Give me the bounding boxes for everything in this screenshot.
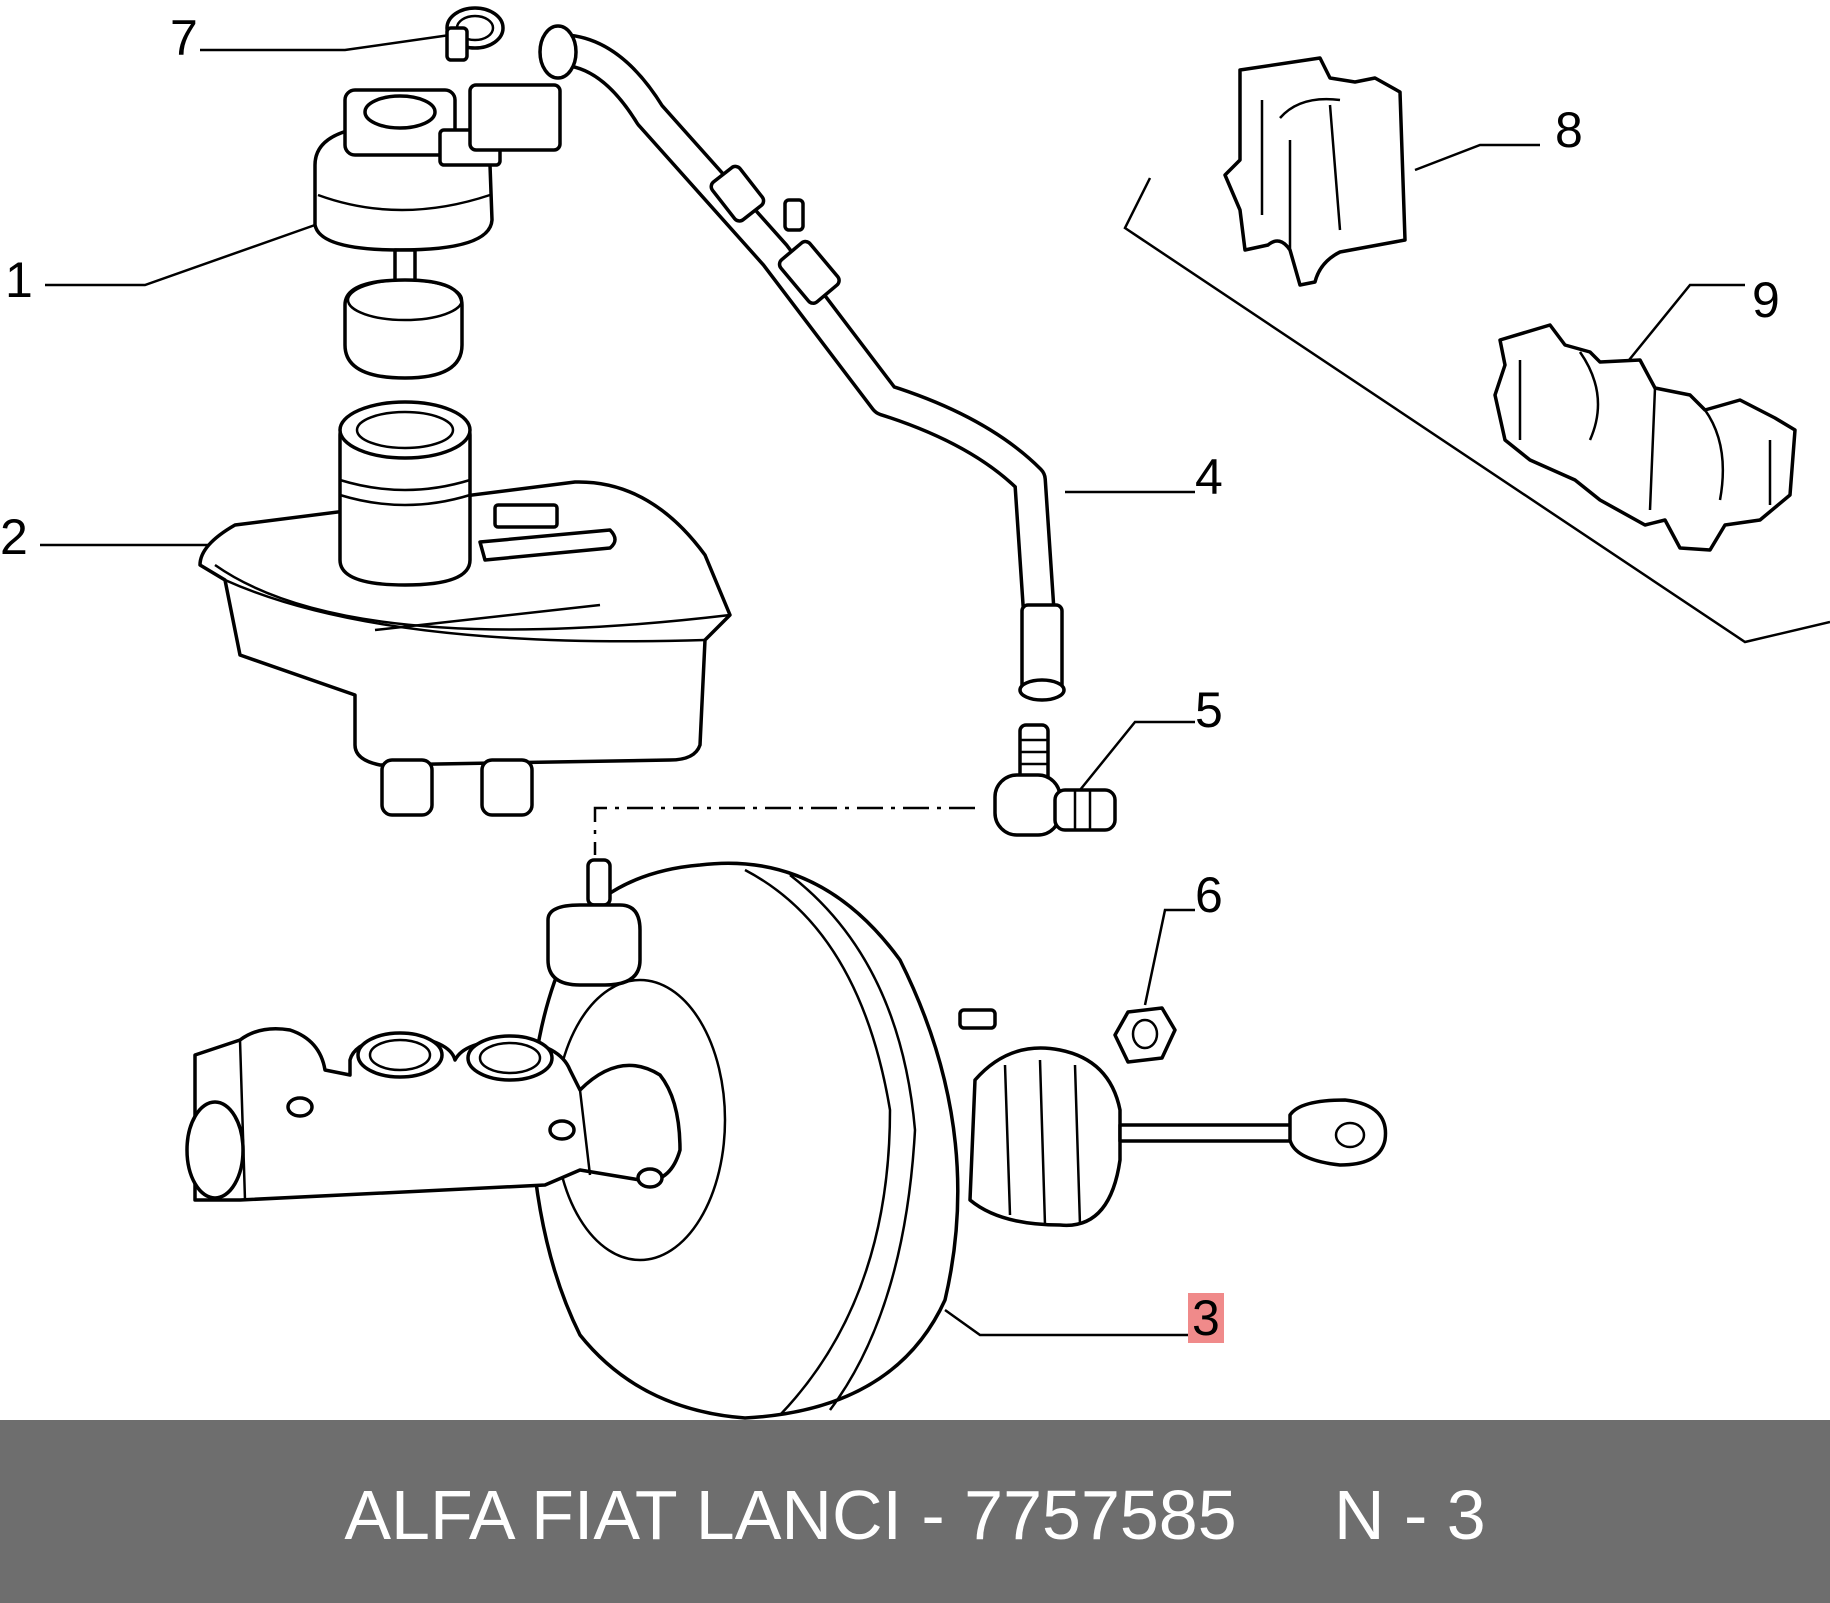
reservoir-cap-part	[313, 83, 562, 380]
holder-part	[1493, 323, 1797, 552]
leader-9	[1624, 283, 1745, 366]
leader-lines	[40, 33, 1745, 1337]
leader-8	[1414, 143, 1540, 172]
connector-dashline	[593, 806, 975, 855]
elbow-connector-part	[993, 723, 1117, 837]
callout-8: 8	[1555, 102, 1583, 158]
leader-5	[1079, 720, 1195, 791]
callout-9: 9	[1752, 272, 1780, 328]
callout-6: 6	[1195, 867, 1223, 923]
part-number-text: ALFA FIAT LANCI - 7757585	[344, 1476, 1237, 1554]
clip-part	[1223, 56, 1407, 287]
sheet-number-text: N - 3	[1333, 1476, 1486, 1554]
leader-1	[45, 223, 316, 287]
vacuum-hose-part	[538, 24, 1066, 702]
master-cylinder-part	[185, 1027, 682, 1202]
nut-part	[1113, 1006, 1177, 1064]
callout-1: 1	[5, 252, 33, 308]
leader-3	[944, 1308, 1190, 1337]
callout-2: 2	[0, 509, 28, 565]
reservoir-part	[198, 400, 732, 817]
callout-3-highlighted: 3	[1188, 1293, 1224, 1343]
leader-7	[200, 33, 451, 52]
hose-clamp-part	[445, 6, 505, 62]
callout-5: 5	[1195, 682, 1223, 738]
callout-4: 4	[1195, 449, 1223, 505]
footer-bar	[0, 1420, 1830, 1603]
bracket-outline	[1123, 177, 1830, 644]
leader-6	[1143, 908, 1195, 1006]
footer-label: ALFA FIAT LANCI - 7757585 N - 3	[0, 1480, 1830, 1550]
brake-booster-part	[528, 858, 1388, 1420]
callout-7: 7	[170, 10, 198, 66]
parts-diagram	[40, 6, 1830, 1420]
